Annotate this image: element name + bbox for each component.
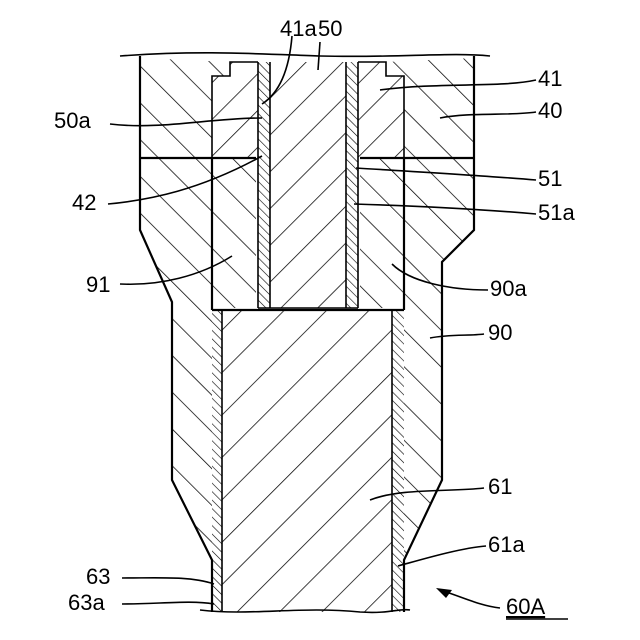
label-41: 41	[538, 66, 562, 91]
label-63a: 63a	[68, 590, 105, 615]
label-91: 91	[86, 272, 110, 297]
figure-label: 60A	[506, 594, 545, 619]
label-90: 90	[488, 320, 512, 345]
core-61	[222, 310, 392, 612]
label-61a: 61a	[488, 532, 525, 557]
label-51a: 51a	[538, 200, 575, 225]
figure-arrow-icon	[436, 588, 452, 598]
label-42: 42	[72, 190, 96, 215]
label-61: 61	[488, 474, 512, 499]
shaft-50	[270, 62, 346, 308]
label-40: 40	[538, 98, 562, 123]
label-41a: 41a	[280, 16, 317, 41]
label-63: 63	[86, 564, 110, 589]
label-51: 51	[538, 166, 562, 191]
label-90a: 90a	[490, 276, 527, 301]
label-50a: 50a	[54, 108, 91, 133]
label-50: 50	[318, 16, 342, 41]
